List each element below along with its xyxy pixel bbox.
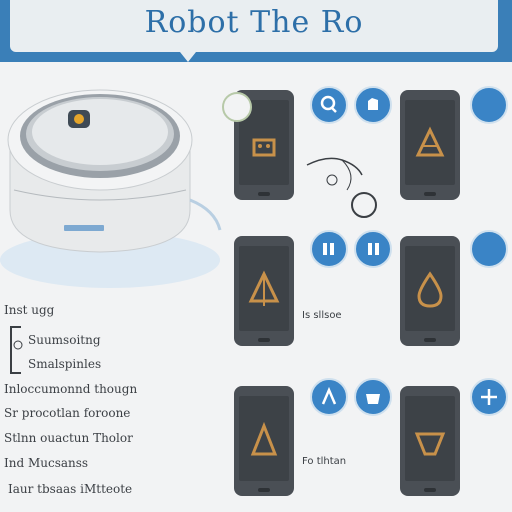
header-banner: Robot The Ro [0,0,512,62]
caption-line: Sr procotlan foroone [4,406,131,420]
search-icon [320,95,337,113]
search-button[interactable] [310,86,348,124]
pause-icon [368,243,379,255]
caption-line: Stlnn ouactun Tholor [4,431,133,445]
water-drop-icon [417,271,443,308]
settings-button[interactable] [470,230,508,268]
page-title: Robot The Ro [144,5,364,40]
hand-icon [368,98,378,110]
phone-3 [234,236,294,346]
phone-caption: Fo tlhtan [302,456,347,467]
phone-screen [239,396,289,481]
home-button [424,338,436,342]
caption-line: Smalspinles [28,357,102,371]
phone-caption: Is sllsoe [302,310,342,321]
phone-screen [405,396,455,481]
bracket-graphic [10,326,23,374]
pause-button[interactable] [354,230,392,268]
caption-line: Ind Mucsanss [4,456,89,470]
phone-5 [234,386,294,496]
phone-screen [405,100,455,185]
plus-icon [481,389,497,405]
phone-2 [400,90,460,200]
cone-icon [250,421,278,456]
schedule-button[interactable] [354,378,392,416]
title-panel: Robot The Ro [10,0,498,52]
robot-face-icon [252,138,276,157]
rewind-icon [323,243,334,255]
hand-button[interactable] [354,86,392,124]
caption-line: Inst ugg [4,303,55,317]
caption-line: Iaur tbsaas iMtteote [8,482,133,496]
robot-vacuum-illustration [0,89,222,288]
phone-screen [405,246,455,331]
connector-graphic [306,157,377,218]
menu-button[interactable] [470,86,508,124]
home-button [424,488,436,492]
home-button [258,192,270,196]
phone-6 [400,386,460,496]
phone-screen [239,246,289,331]
location-button[interactable] [222,92,252,122]
add-button[interactable] [470,378,508,416]
caption-line: Inloccumonnd thougn [4,382,138,396]
triangle-icon [415,126,445,157]
mode-button[interactable] [310,378,348,416]
tree-icon [248,270,280,306]
map-icon [414,432,446,456]
pot-icon [366,394,380,404]
title-notch [180,52,196,62]
rewind-button[interactable] [310,230,348,268]
caption-line: Suumsoitng [28,333,101,347]
home-button [258,488,270,492]
phone-4 [400,236,460,346]
home-button [424,192,436,196]
letter-a-icon [321,386,337,405]
home-button [258,338,270,342]
